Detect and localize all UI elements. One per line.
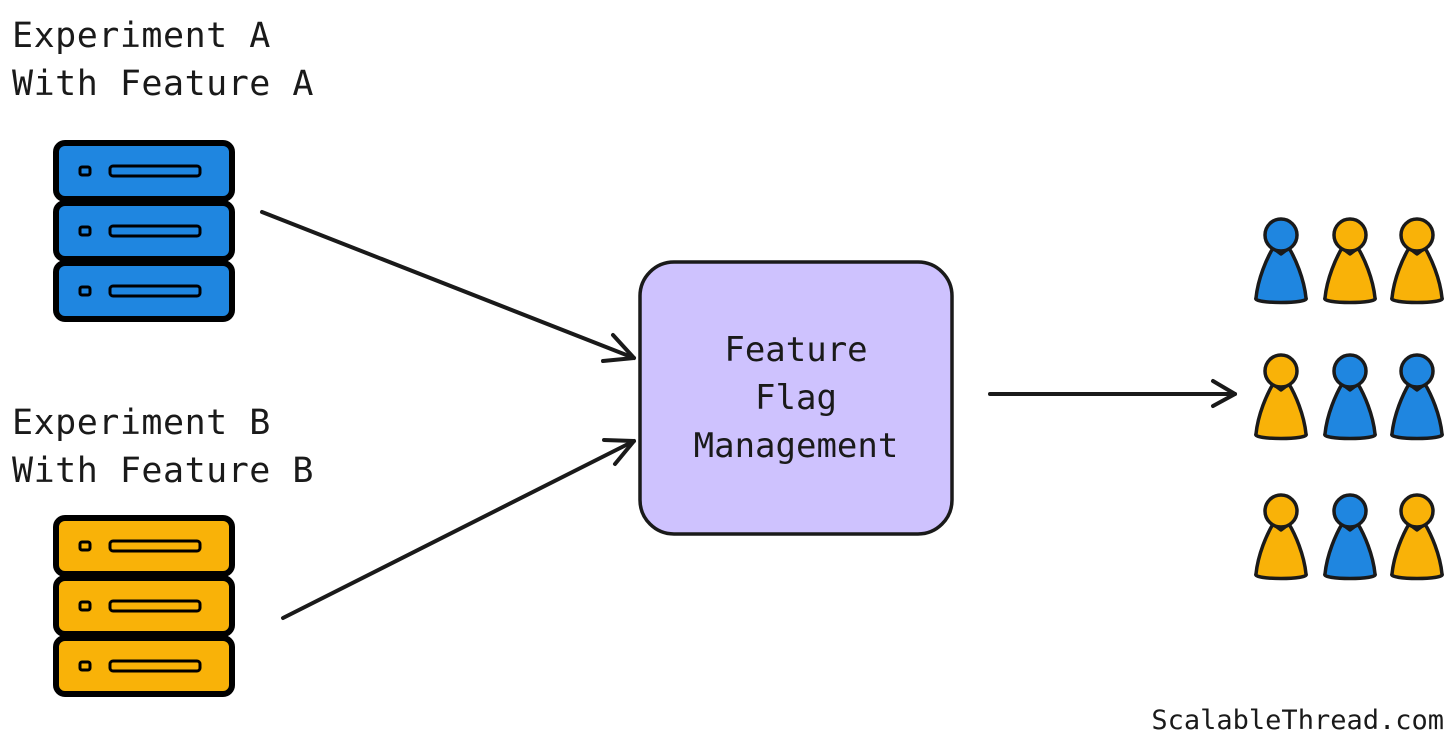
server-unit — [53, 200, 235, 262]
person-icon — [1254, 217, 1308, 305]
flag-manager-line1: Feature — [724, 330, 868, 370]
flag-manager-box — [638, 260, 954, 536]
experiment-a-line2: With Feature A — [12, 64, 315, 104]
person-icon — [1390, 493, 1444, 581]
experiment-b-label: Experiment B With Feature B — [12, 399, 314, 495]
users-grid — [1254, 217, 1444, 581]
person-icon — [1323, 217, 1377, 305]
server-slot-icon — [108, 164, 202, 178]
server-slot-icon — [108, 539, 202, 553]
experiment-b-line2: With Feature B — [12, 451, 315, 491]
person-icon — [1254, 353, 1308, 441]
flag-manager-label: Feature Flag Management — [640, 262, 952, 534]
server-slot-icon — [108, 599, 202, 613]
person-icon — [1254, 493, 1308, 581]
server-led-icon — [78, 660, 92, 672]
arrow-manager-to-users — [988, 379, 1237, 408]
flag-manager-line3: Management — [693, 426, 899, 466]
server-unit — [53, 635, 235, 697]
flag-manager-line2: Flag — [755, 378, 837, 418]
arrow-a-to-manager — [260, 210, 636, 363]
server-unit — [53, 515, 235, 577]
server-unit — [53, 260, 235, 322]
server-slot-icon — [108, 224, 202, 238]
server-unit — [53, 140, 235, 202]
server-led-icon — [78, 600, 92, 612]
arrow-b-to-manager — [281, 438, 636, 620]
server-led-icon — [78, 225, 92, 237]
server-b-icon — [53, 515, 235, 697]
watermark: ScalableThread.com — [1151, 705, 1444, 736]
person-icon — [1323, 493, 1377, 581]
experiment-a-line1: Experiment A — [12, 16, 271, 56]
person-icon — [1390, 217, 1444, 305]
server-led-icon — [78, 285, 92, 297]
person-icon — [1390, 353, 1444, 441]
experiment-a-label: Experiment A With Feature A — [12, 12, 314, 108]
server-a-icon — [53, 140, 235, 322]
server-led-icon — [78, 540, 92, 552]
server-led-icon — [78, 165, 92, 177]
server-slot-icon — [108, 659, 202, 673]
person-icon — [1323, 353, 1377, 441]
server-slot-icon — [108, 284, 202, 298]
server-unit — [53, 575, 235, 637]
experiment-b-line1: Experiment B — [12, 403, 271, 443]
